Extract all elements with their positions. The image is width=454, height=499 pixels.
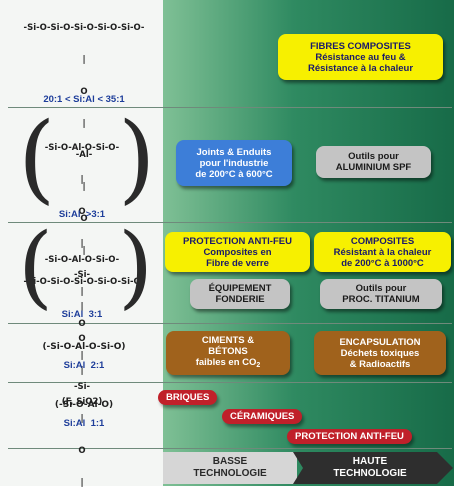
box-joints-enduits: Joints & Enduits pour l'industrie de 200…	[176, 140, 292, 186]
formula-line: -Si-O-Si-O-Si-O-Si-O-Si-O-	[23, 23, 145, 34]
box-line: BÉTONS	[208, 346, 248, 357]
box-line: CIMENTS &	[201, 335, 255, 346]
formula-line: -Si-O-Si-O-Si-O-Si-O-Si-O-	[23, 277, 145, 288]
formula-line: (F, SiO2)	[61, 397, 103, 408]
formula-line: |	[80, 477, 84, 488]
formula-line: -Si-	[73, 382, 91, 393]
paren-left: (	[18, 214, 54, 319]
formula-section2: -Si-O-Al-O-Si-O- | O | -Si- | O | (F, Si…	[30, 122, 134, 419]
box-outils-aluminium: Outils pour ALUMINIUM SPF	[316, 146, 431, 178]
basse-technologie-band	[163, 452, 297, 484]
box-composites-chaleur: COMPOSITES Résistant à la chaleur de 200…	[314, 232, 451, 272]
formula-line: |	[82, 118, 86, 129]
divider-3	[8, 323, 452, 324]
ratio-section4: Si:Al 2:1	[63, 360, 105, 371]
paren-right: )	[118, 102, 156, 214]
formula-section5: (-Si-O-Al-O)	[54, 400, 114, 410]
box-fibres-composites: FIBRES COMPOSITES Résistance au feu & Ré…	[278, 34, 443, 80]
ratio-section5: Si:Al 1:1	[63, 418, 105, 429]
divider-5	[8, 448, 452, 449]
box-outils-titanium: Outils pour PROC. TITANIUM	[320, 279, 442, 309]
subscript: 2	[256, 362, 261, 369]
box-encapsulation: ENCAPSULATION Déchets toxiques & Radioac…	[314, 331, 446, 375]
label-basse-technologie: BASSE TECHNOLOGIE	[193, 456, 267, 479]
formula-section4: (-Si-O-Al-O-Si-O)	[42, 342, 126, 352]
formula-line: |	[80, 350, 84, 361]
formula-line: O	[80, 86, 88, 97]
formula-line: |	[80, 365, 84, 376]
formula-line: |	[80, 286, 84, 297]
formula-line: -Si-O-Al-O-Si-O-	[44, 143, 120, 154]
ratio-section2: Si:Al >3:1	[58, 209, 106, 220]
formula-line: |	[80, 174, 84, 185]
formula-section1: -Si-O-Si-O-Si-O-Si-O-Si-O- | O | -Al- | …	[6, 2, 162, 299]
badge-protection-anti-feu: PROTECTION ANTI-FEU	[287, 429, 412, 444]
formula-line: |	[80, 414, 84, 425]
formula-line: O	[80, 213, 88, 224]
box-protection-anti-feu: PROTECTION ANTI-FEU Composites en Fibre …	[165, 232, 310, 272]
formula-line: -Al-	[75, 150, 93, 161]
formula-line: O	[78, 445, 86, 456]
paren-left: (	[18, 102, 56, 214]
formula-line: |	[80, 302, 84, 313]
divider-2	[8, 222, 452, 223]
left-panel	[0, 0, 163, 486]
box-equipement-fonderie: ÉQUIPEMENT FONDERIE	[190, 279, 290, 309]
ratio-section1: 20:1 < Si:Al < 35:1	[43, 94, 125, 105]
divider-4	[8, 382, 452, 383]
formula-line: O	[78, 318, 86, 329]
badge-ceramiques: CÉRAMIQUES	[222, 409, 303, 424]
formula-line: O	[78, 206, 86, 217]
ratio-section3: Si:Al 3:1	[61, 309, 103, 320]
box-ciments-betons: CIMENTS & BÉTONS faibles en CO2	[166, 331, 290, 375]
formula-line: -Si-O-Al-O-Si-O-	[44, 255, 120, 266]
box-line-text: faibles en CO	[195, 357, 257, 368]
paren-right: )	[118, 214, 154, 319]
box-line: faibles en CO2	[196, 357, 261, 371]
formula-line: |	[82, 245, 86, 256]
divider-1	[8, 107, 452, 108]
formula-line: |	[80, 238, 84, 249]
formula-line: |	[82, 182, 86, 193]
haute-technologie-arrow	[293, 452, 453, 484]
formula-section3: -Si-O-Al-O-Si-O- | O | -Si- | O |	[30, 234, 134, 499]
badge-briques: BRIQUES	[158, 390, 218, 405]
formula-line: |	[82, 54, 86, 65]
formula-line: -Si-	[73, 270, 91, 281]
label-haute-technologie: HAUTE TECHNOLOGIE	[333, 456, 407, 479]
formula-line: O	[78, 333, 86, 344]
